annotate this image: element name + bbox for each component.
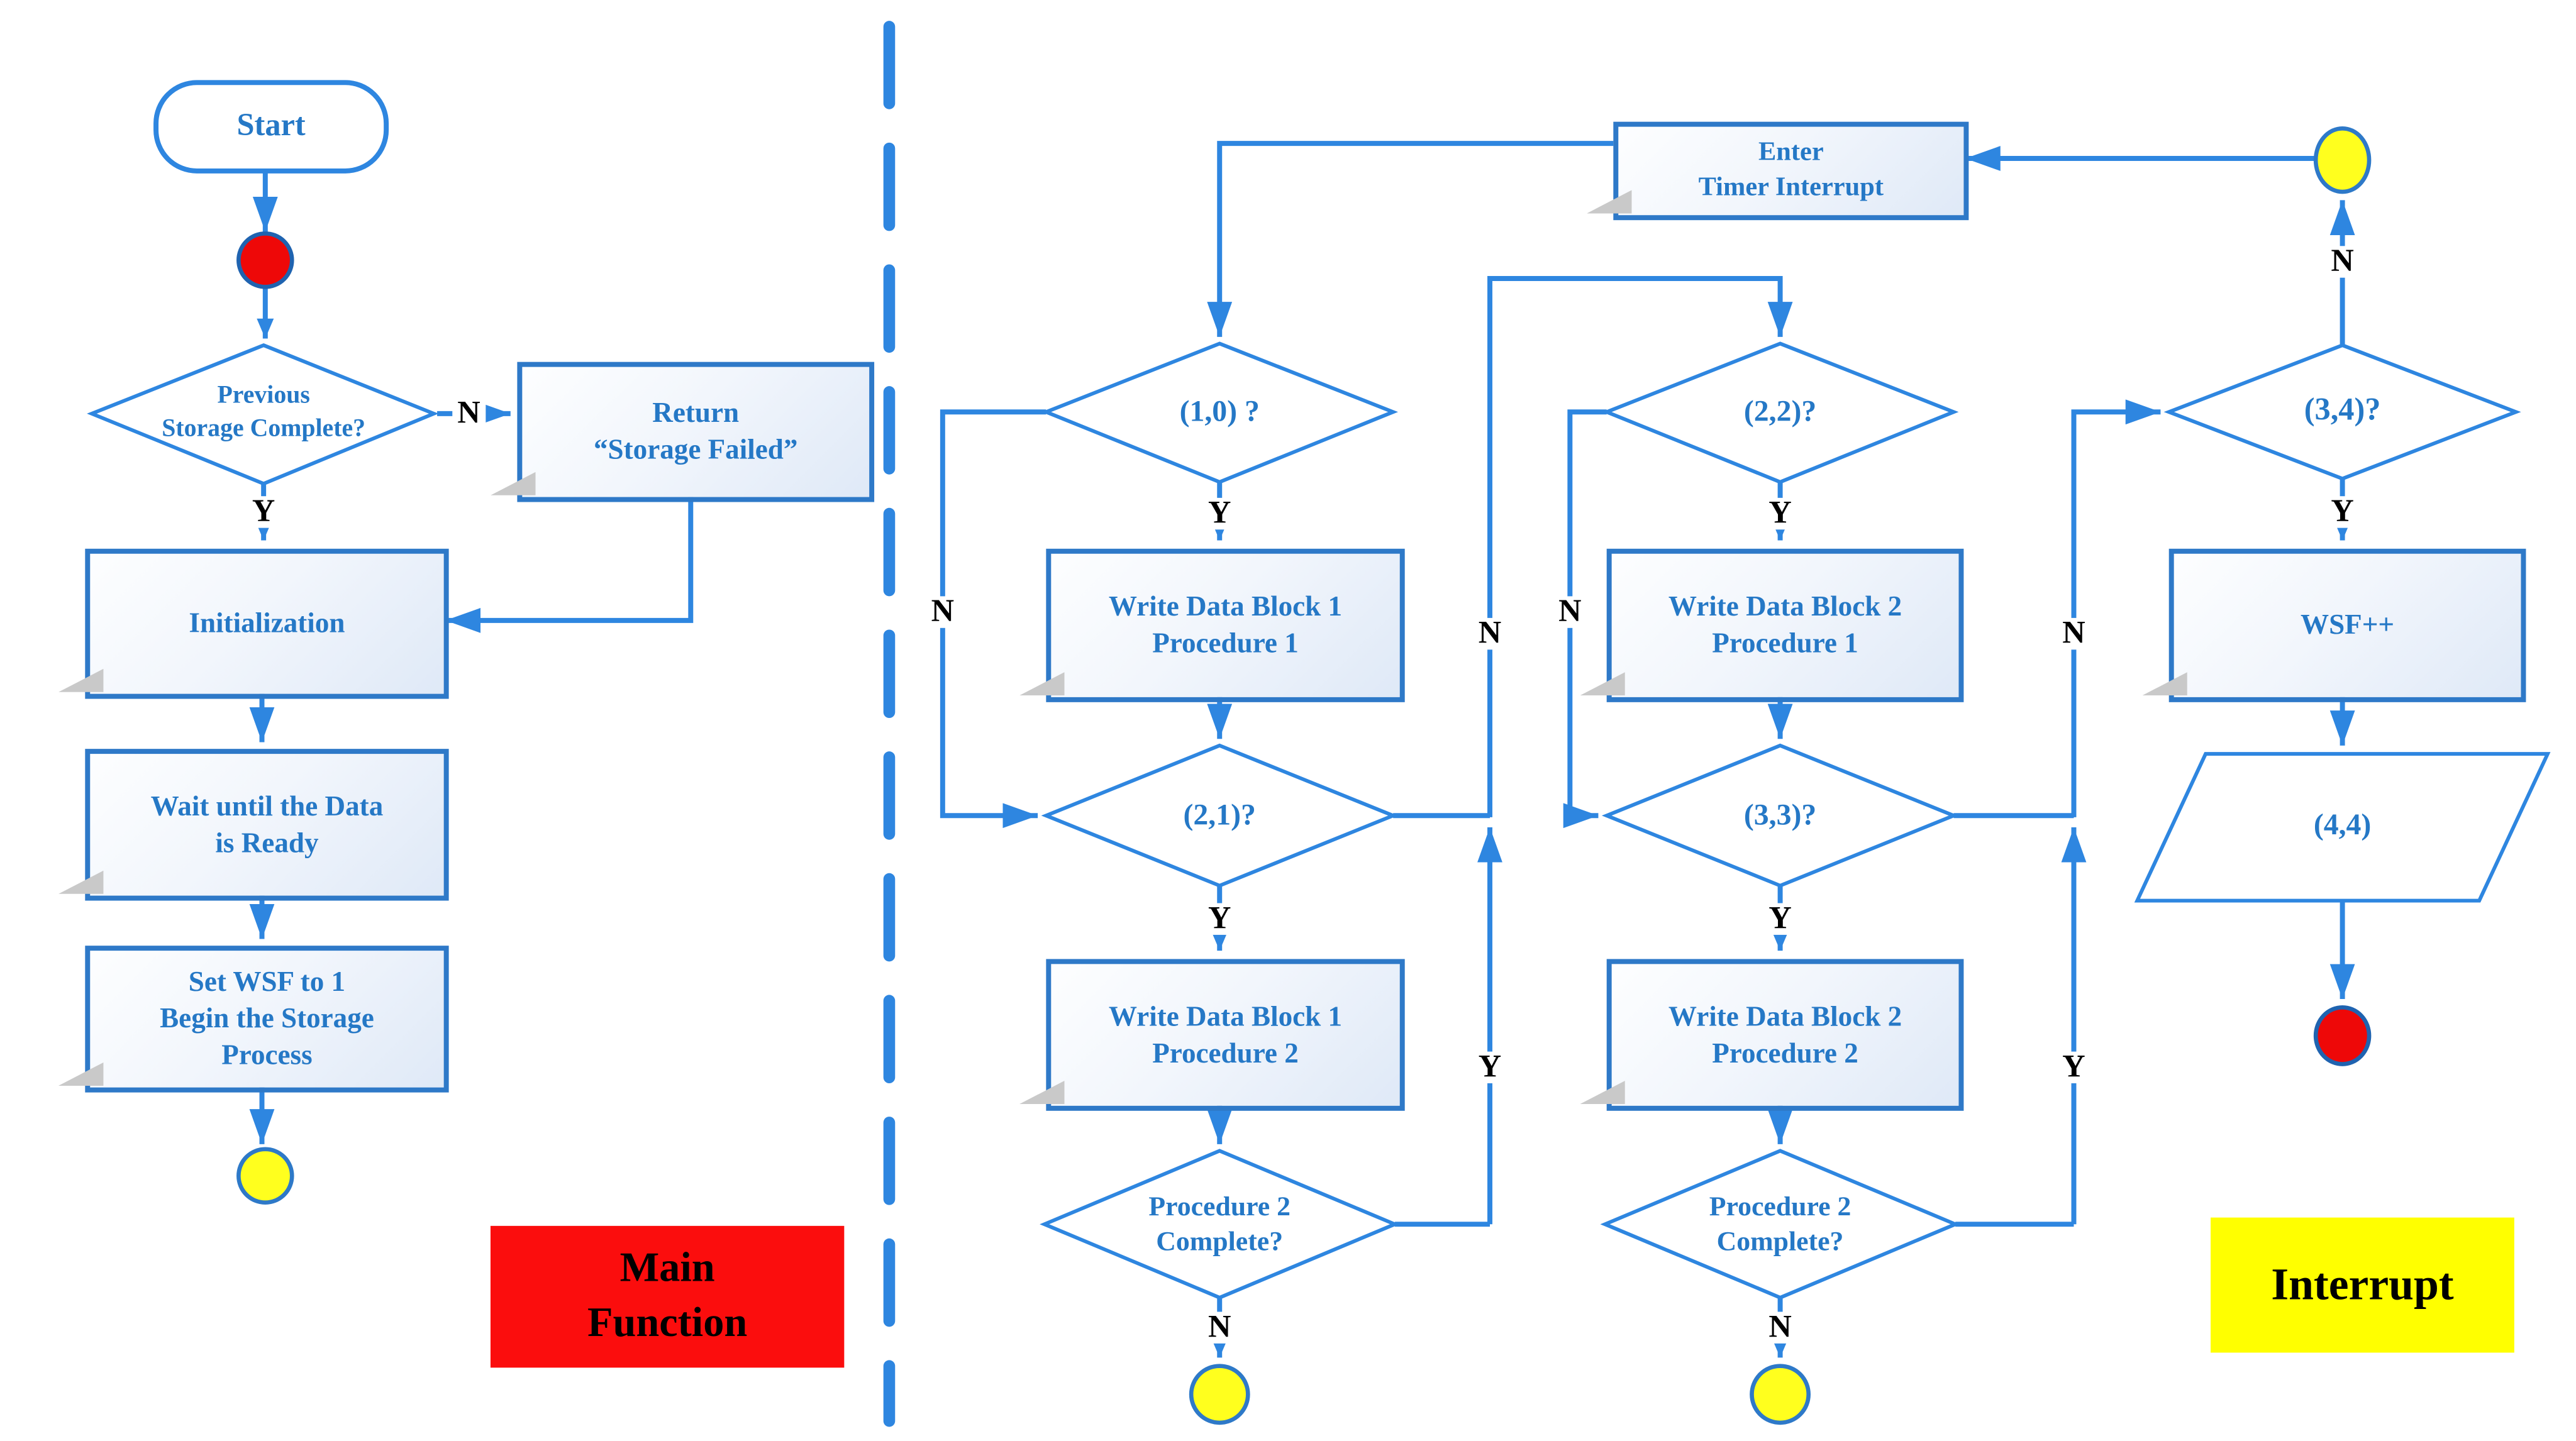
label-yes-check-3-4: Y (2326, 496, 2359, 528)
io-output-4-4-parallelogram (2134, 752, 2551, 903)
label-no-check-2-2: N (1553, 596, 1587, 628)
decision-check-1-0-label: (1,0) ? (1179, 394, 1260, 428)
label-yes-proc2-complete-2: Y (2057, 1051, 2090, 1084)
decision-check-3-3-label: (3,3)? (1743, 797, 1817, 831)
initialization-box: Initialization (85, 548, 449, 699)
decision-check-3-4-diamond (2163, 343, 2521, 481)
decision-check-3-3-diamond (1601, 743, 1959, 888)
decision-check-2-1-label: (2,1)? (1183, 797, 1256, 831)
label-yes-check-1-0: Y (1203, 497, 1236, 530)
label-no-proc2-complete-1: N (1203, 1311, 1236, 1344)
decision-proc2-complete-1-label: Procedure 2 Complete? (1148, 1190, 1291, 1258)
edge-return-to-initialization (445, 492, 694, 633)
state-circle-red-main (236, 231, 294, 289)
decision-check-2-2-label: (2,2)? (1743, 394, 1817, 428)
main-function-region-label: Main Function (490, 1225, 845, 1368)
decision-proc2-complete-2-label: Procedure 2 Complete? (1709, 1190, 1852, 1258)
decision-previous-storage-diamond (87, 343, 439, 486)
wsf-increment-box: WSF++ (2168, 548, 2526, 702)
write-data-block2-procedure2-box: Write Data Block 2 Procedure 2 (1606, 959, 1964, 1111)
decision-proc2-complete-1-diamond (1040, 1149, 1400, 1300)
label-no-previous-storage: N (452, 397, 486, 429)
label-no-check-3-3: N (2057, 618, 2090, 650)
enter-timer-interrupt-box: Enter Timer Interrupt (1613, 121, 1969, 221)
edge-enter-to-check-1-0 (1207, 141, 1614, 337)
decision-proc2-complete-2-diamond (1600, 1149, 1960, 1300)
set-wsf-begin-storage-box: Set WSF to 1 Begin the Storage Process (85, 946, 449, 1093)
state-circle-yellow-timer (2313, 126, 2372, 194)
decision-check-3-4-label: (3,4)? (2304, 393, 2381, 428)
write-data-block2-procedure1-box: Write Data Block 2 Procedure 1 (1606, 548, 1964, 702)
state-circle-red-interrupt-end (2313, 1005, 2372, 1066)
wait-until-data-ready-box: Wait until the Data is Ready (85, 749, 449, 901)
label-no-check-1-0: N (926, 596, 960, 628)
start-terminator: Start (153, 80, 389, 174)
label-yes-check-3-3: Y (1763, 903, 1797, 935)
label-no-proc2-complete-2: N (1763, 1311, 1797, 1344)
label-yes-proc2-complete-1: Y (1473, 1051, 1507, 1084)
label-yes-check-2-1: Y (1203, 903, 1236, 935)
label-no-check-3-4: N (2326, 246, 2359, 278)
merge-line-1-to-check-2-2 (1487, 276, 1793, 817)
state-circle-yellow-end-1 (1189, 1364, 1250, 1425)
write-data-block1-procedure2-box: Write Data Block 1 Procedure 2 (1046, 959, 1405, 1111)
merge-line-2-to-check-3-4 (2071, 399, 2161, 817)
decision-previous-storage-label: Previous Storage Complete? (162, 382, 366, 443)
state-circle-yellow-end-2 (1750, 1364, 1811, 1425)
state-circle-yellow-main-end (236, 1147, 294, 1205)
return-storage-failed-box: Return “Storage Failed” (517, 362, 875, 502)
decision-check-2-2-diamond (1601, 341, 1959, 484)
decision-check-1-0-diamond (1041, 341, 1399, 484)
label-no-check-2-1: N (1473, 618, 1507, 650)
decision-check-2-1-diamond (1041, 743, 1398, 888)
io-output-4-4-label: (4,4) (2313, 807, 2372, 841)
label-yes-check-2-2: Y (1763, 497, 1797, 530)
write-data-block1-procedure1-box: Write Data Block 1 Procedure 1 (1046, 548, 1405, 702)
interrupt-region-label: Interrupt (2211, 1217, 2514, 1353)
label-yes-previous-storage: Y (247, 496, 280, 528)
